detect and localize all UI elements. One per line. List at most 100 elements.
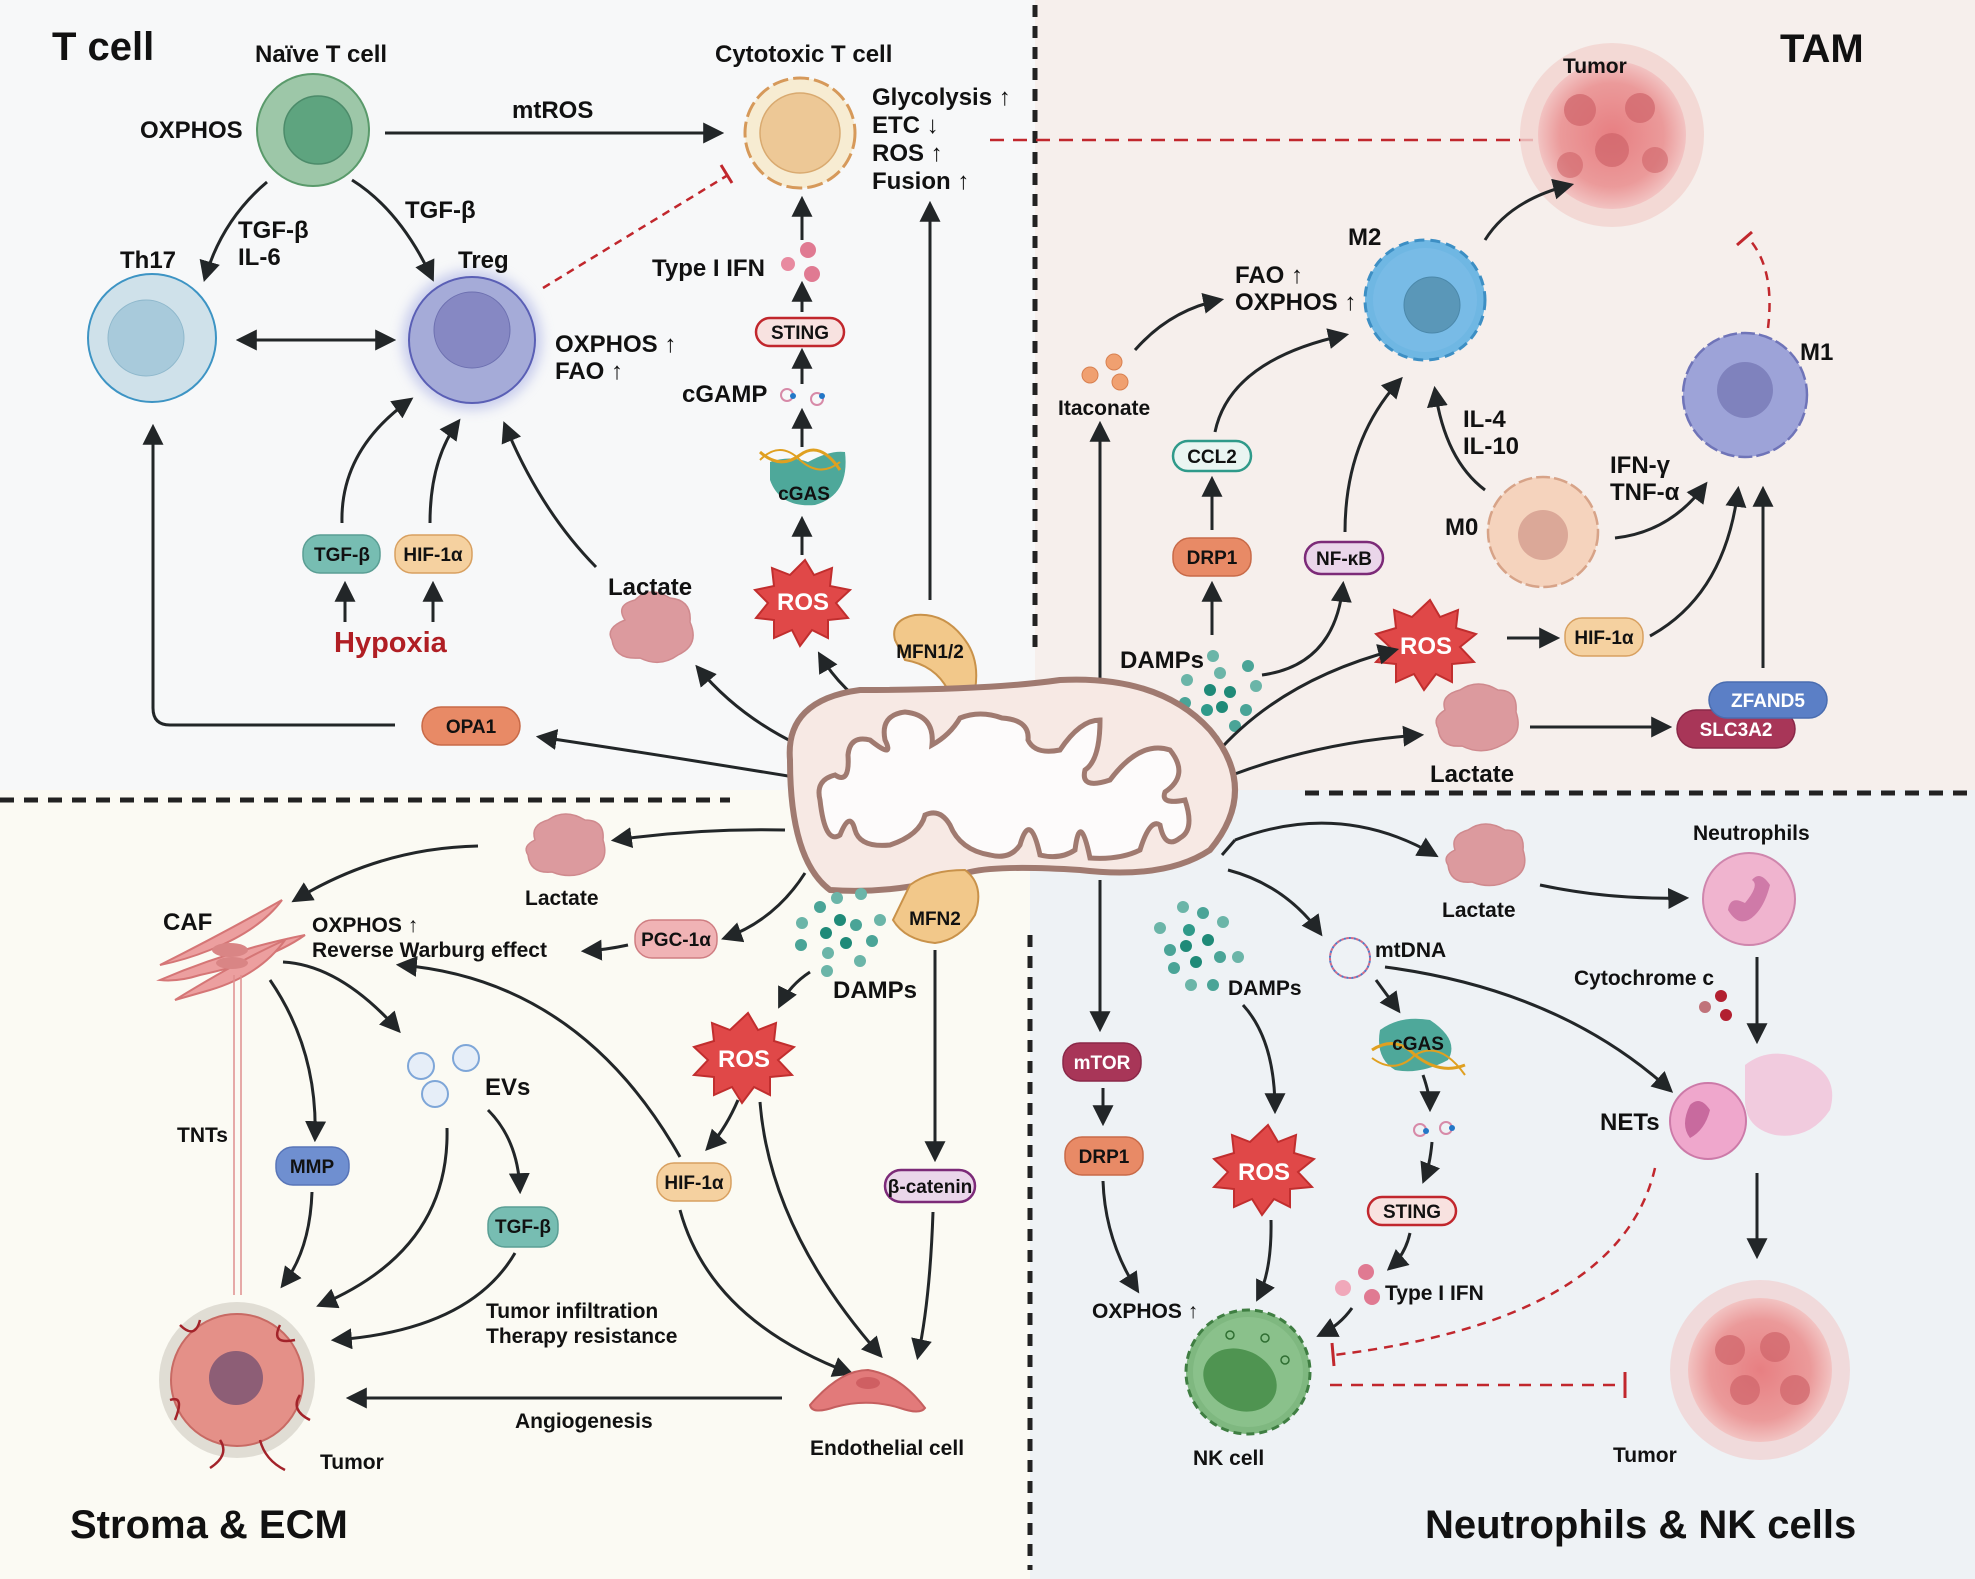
label-th17-signal-il6: IL-6 bbox=[238, 244, 281, 271]
arrow-lactate-to-neutrophils bbox=[1539, 883, 1690, 909]
inhibit-bar-cytotoxic bbox=[719, 164, 734, 184]
type1-ifn-dots-neutro bbox=[1335, 1264, 1380, 1305]
m0-macrophage bbox=[1486, 475, 1600, 589]
arrow-drp1-to-oxphos bbox=[1101, 1180, 1140, 1294]
arrow-ros-to-nk bbox=[1256, 1219, 1275, 1302]
cgas-enzyme-tcell bbox=[758, 448, 846, 506]
label-nfkb: NF-κB bbox=[1316, 549, 1372, 570]
inhibit-m1-to-tumor bbox=[1749, 239, 1771, 329]
arrow-hif-to-endothelial bbox=[678, 1209, 854, 1377]
label-mfn12: MFN1/2 bbox=[896, 642, 964, 663]
arrow-m0-to-m2 bbox=[1426, 385, 1486, 492]
label-m2-oxphos: OXPHOS ↑ bbox=[1235, 289, 1356, 316]
arrow-damps-to-ros-stroma bbox=[778, 970, 811, 1009]
trait-etc: ETC ↓ bbox=[872, 112, 939, 139]
arrow-caf-to-mmp bbox=[268, 979, 327, 1143]
pill-mmp bbox=[275, 1146, 350, 1186]
pill-drp1-tam bbox=[1172, 537, 1252, 577]
title-stroma: Stroma & ECM bbox=[70, 1503, 348, 1547]
endothelial-cell bbox=[808, 1368, 927, 1413]
arrow-ros-to-endothelial bbox=[758, 1101, 883, 1359]
mitochondrion bbox=[786, 676, 1238, 894]
arrow-mito-to-neutro-lines bbox=[1220, 839, 1237, 856]
label-tumor-stroma: Tumor bbox=[320, 1451, 384, 1474]
label-zfand5: ZFAND5 bbox=[1731, 691, 1805, 712]
pill-tgfb-tcell bbox=[302, 534, 381, 574]
label-m1: M1 bbox=[1800, 339, 1833, 366]
lactate-blob-neutro bbox=[1445, 823, 1526, 887]
caf-cells bbox=[156, 899, 306, 1001]
ros-burst-tcell bbox=[752, 558, 853, 648]
arrow-pgc1a-to-caf-traits bbox=[580, 939, 629, 961]
arrow-naive-to-treg bbox=[351, 178, 435, 282]
label-pgc1a: PGC-1α bbox=[641, 930, 711, 951]
arrow-mito-to-mtdna bbox=[1227, 868, 1323, 937]
neutrophil-cell bbox=[1702, 852, 1796, 946]
tumor-neutro bbox=[1670, 1280, 1850, 1460]
pill-zfand5 bbox=[1708, 681, 1828, 719]
label-type1-ifn: Type I IFN bbox=[652, 255, 765, 282]
type1-ifn-dots bbox=[781, 242, 820, 282]
label-itaconate: Itaconate bbox=[1058, 397, 1150, 420]
label-treg: Treg bbox=[458, 247, 509, 274]
label-mtros: mtROS bbox=[512, 97, 593, 124]
arrow-mmp-to-tumor bbox=[280, 1191, 314, 1289]
pill-sting-neutro bbox=[1366, 1195, 1458, 1227]
title-neutro-nk: Neutrophils & NK cells bbox=[1425, 1503, 1856, 1547]
trait-glycolysis: Glycolysis ↑ bbox=[872, 84, 1011, 111]
inhibit-nets-to-nk bbox=[1333, 1167, 1657, 1357]
lactate-blob-stroma bbox=[525, 813, 606, 877]
label-angiogenesis: Angiogenesis bbox=[515, 1410, 653, 1433]
arrow-mito-to-opa1 bbox=[535, 729, 801, 780]
panel-stroma bbox=[0, 790, 1030, 1579]
label-sting-tcell: STING bbox=[771, 323, 829, 344]
arrow-damps-to-ros-neutro bbox=[1241, 1003, 1286, 1115]
label-cgamp: cGAMP bbox=[682, 381, 767, 408]
pill-hif-tam bbox=[1564, 617, 1644, 657]
arrow-evs-to-tgfb bbox=[486, 1108, 530, 1195]
naive-t-cell bbox=[256, 73, 370, 187]
treg-cell bbox=[402, 270, 542, 410]
label-drp1-neutro: DRP1 bbox=[1079, 1147, 1130, 1168]
label-ifng: IFN-γ bbox=[1610, 452, 1671, 479]
label-nets: NETs bbox=[1600, 1109, 1660, 1136]
cytochrome-c-dots bbox=[1699, 990, 1732, 1021]
pill-bcatenin bbox=[883, 1168, 977, 1204]
arrow-bcatenin-to-endothelial bbox=[911, 1211, 935, 1361]
label-damps-stroma: DAMPs bbox=[833, 977, 917, 1004]
label-tumor-infiltration: Tumor infiltration bbox=[486, 1300, 658, 1323]
cytotoxic-t-cell bbox=[743, 76, 857, 190]
damps-dots-stroma bbox=[795, 888, 886, 977]
label-mmp: MMP bbox=[290, 1157, 335, 1178]
label-ccl2: CCL2 bbox=[1187, 447, 1237, 468]
arrow-evs-to-tumor bbox=[316, 1127, 449, 1309]
arrow-lactate-to-treg bbox=[501, 421, 598, 569]
title-tam: TAM bbox=[1780, 27, 1864, 71]
label-cgas-tcell: cGAS bbox=[778, 484, 830, 505]
arrow-mito-to-lactate-stroma bbox=[610, 827, 786, 849]
pill-mtor bbox=[1062, 1042, 1142, 1082]
label-hypoxia: Hypoxia bbox=[334, 627, 448, 659]
arrow-itaconate-to-m2-traits bbox=[1133, 293, 1225, 351]
arrow-m2-to-tumor bbox=[1483, 178, 1575, 241]
pill-drp1-neutro bbox=[1064, 1136, 1144, 1176]
label-caf-oxphos: OXPHOS ↑ bbox=[312, 914, 418, 937]
lactate-blob-tcell bbox=[609, 591, 694, 664]
m1-macrophage bbox=[1681, 331, 1809, 459]
arrow-ifn-to-nk bbox=[1316, 1307, 1354, 1337]
pill-sting-tcell bbox=[754, 316, 846, 348]
damps-dots-neutro bbox=[1154, 901, 1244, 991]
arrow-mito-to-lactate-neutro bbox=[1234, 821, 1439, 858]
arrow-opa1-to-th17 bbox=[142, 423, 395, 727]
label-il10: IL-10 bbox=[1463, 433, 1519, 460]
pill-hif-tcell bbox=[394, 534, 473, 574]
cytotoxic-traits: Glycolysis ↑ ETC ↓ ROS ↑ Fusion ↑ bbox=[872, 84, 1011, 195]
label-m2: M2 bbox=[1348, 224, 1381, 251]
arrow-sting-to-ifn-neutro bbox=[1386, 1232, 1412, 1271]
label-evs: EVs bbox=[485, 1074, 530, 1101]
label-tgfb-tcell: TGF-β bbox=[314, 545, 370, 566]
arrow-mtdna-to-nets bbox=[1384, 965, 1674, 1093]
pill-tgfb-stroma bbox=[487, 1206, 559, 1248]
label-tumor-tam: Tumor bbox=[1563, 55, 1627, 78]
